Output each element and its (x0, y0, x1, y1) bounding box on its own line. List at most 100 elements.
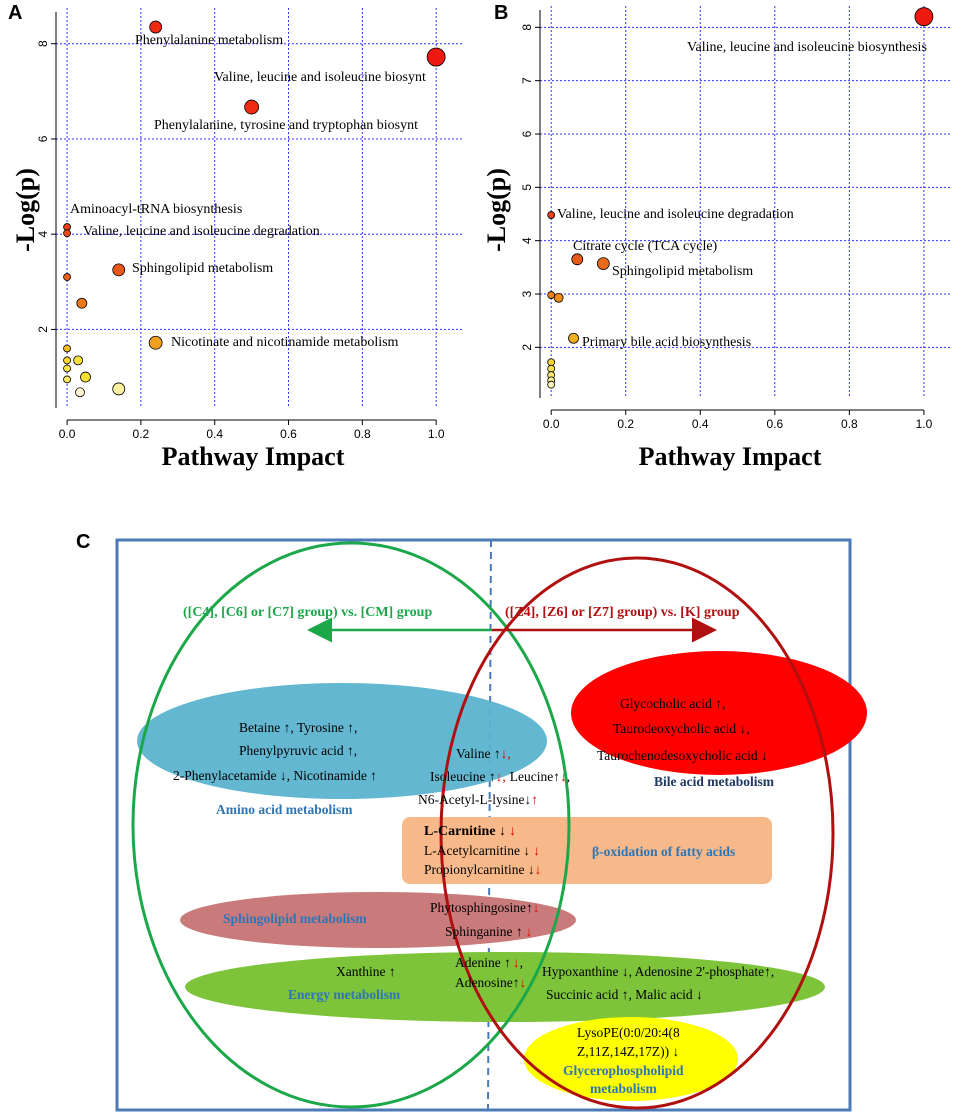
glycerophospholipid-region (524, 1017, 738, 1101)
a-point-label-3: Aminoacyl-tRNA biosynthesis (70, 202, 242, 217)
a-point-14 (63, 375, 71, 384)
glycero-label-2: metabolism (590, 1081, 657, 1096)
b-point-11 (547, 380, 556, 389)
b-point-0 (914, 7, 934, 27)
left-group-ellipse (131, 541, 571, 1109)
bile-item-3: Taurochenodesoxycholic acid ↓ (597, 748, 768, 763)
b-point-1 (547, 211, 556, 219)
a-point-9 (63, 344, 71, 353)
a-point-11 (73, 355, 84, 366)
a-point-15 (112, 382, 126, 396)
b-point-label-6: Primary bile acid biosynthesis (582, 335, 751, 350)
energy-adenine: Adenine ↑↓, (455, 955, 523, 970)
sphingo-label: Sphingolipid metabolism (223, 911, 367, 926)
glycero-item-1: LysoPE(0:0/20:4(8 (577, 1025, 680, 1040)
energy-label: Energy metabolism (288, 987, 401, 1002)
a-x-tick-label-1: 0.2 (133, 427, 150, 441)
a-point-16 (75, 387, 85, 398)
bile-label: Bile acid metabolism (654, 774, 775, 789)
amino-item-3: 2-Phenylacetamide ↓, Nicotinamide ↑ (173, 768, 377, 783)
shared-valine: Valine ↑↓, (456, 746, 511, 761)
panel-letter-b: B (494, 2, 508, 24)
panel-a-chart: 0.0 0.2 0.4 0.6 0.8 1.0 2 4 6 8 Phenylalanine meta… (11, 8, 462, 471)
bile-acid-region (571, 651, 867, 775)
a-x-tick-label-5: 1.0 (428, 427, 445, 441)
panel-letter-c: C (76, 531, 90, 553)
energy-xanthine: Xanthine ↑ (336, 964, 396, 979)
b-x-tick-label-0: 0.0 (543, 417, 560, 431)
panel-c-diagram: ([C4], [C6] or [C7] group) vs. [CM] grou… (115, 538, 867, 1112)
a-x-tick-label-0: 0.0 (59, 427, 76, 441)
b-point-label-3: Sphingolipid metabolism (612, 264, 753, 279)
b-point-3 (596, 257, 610, 271)
a-point-10 (63, 356, 71, 365)
b-x-tick-label-2: 0.4 (692, 417, 709, 431)
beta-item-1: L-Carnitine ↓↓ (424, 824, 516, 839)
b-x-tick-label-5: 1.0 (916, 417, 933, 431)
a-point-7 (76, 297, 88, 309)
b-y-tick-label-0: 2 (520, 344, 534, 351)
a-point-2 (244, 99, 260, 115)
beta-oxidation-region (402, 817, 772, 884)
b-y-tick-label-2: 4 (520, 237, 534, 244)
a-x-tick-label-4: 0.8 (354, 427, 371, 441)
energy-adenosine: Adenosine↑↓ (455, 975, 526, 990)
b-point-label-2: Citrate cycle (TCA cycle) (573, 239, 718, 254)
a-point-5 (112, 263, 126, 277)
shared-n6-acetyl-lysine: N6-Acetyl-L-lysine↓↑ (418, 792, 538, 807)
b-point-6 (568, 332, 579, 344)
bile-item-1: Glycocholic acid ↑, (620, 696, 725, 711)
b-point-2 (571, 253, 584, 266)
a-point-6 (63, 273, 71, 281)
b-point-8 (547, 364, 556, 373)
a-y-axis-title: -Log(p) (11, 168, 40, 252)
bile-item-2: Taurodeoxycholic acid ↓, (613, 721, 750, 736)
a-point-13 (80, 371, 91, 383)
a-point-1 (426, 47, 446, 67)
sphingo-item-2: Sphinganine ↑↓ (445, 924, 532, 939)
a-y-tick-label-2: 6 (36, 135, 50, 142)
a-point-label-0: Phenylalanine metabolism (135, 33, 283, 48)
glycero-item-2: Z,11Z,14Z,17Z)) ↓ (577, 1044, 679, 1059)
a-point-label-4: Valine, leucine and isoleucine degradati… (83, 224, 320, 239)
b-y-axis-title: -Log(p) (482, 168, 511, 252)
right-group-ellipse (439, 556, 835, 1110)
shared-isoleucine-leucine: Isoleucine ↑↓,Leucine↑↓, (430, 769, 570, 784)
a-point-0 (149, 20, 163, 34)
a-x-tick-label-2: 0.4 (206, 427, 223, 441)
b-point-label-0: Valine, leucine and isoleucine biosynthe… (687, 40, 927, 55)
glycero-label-1: Glycerophospholipid (563, 1063, 684, 1078)
left-group-label: ([C4], [C6] or [C7] group) vs. [CM] grou… (183, 605, 432, 620)
amino-item-2: Phenylpyruvic acid ↑, (239, 743, 357, 758)
b-point-4 (547, 291, 556, 299)
b-y-tick-label-1: 3 (520, 290, 534, 297)
b-point-label-1: Valine, leucine and isoleucine degradati… (557, 207, 794, 222)
amino-item-1: Betaine ↑, Tyrosine ↑, (239, 720, 357, 735)
b-x-tick-label-4: 0.8 (841, 417, 858, 431)
a-point-label-1: Valine, leucine and isoleucine biosynt (214, 70, 426, 85)
b-y-tick-label-3: 5 (520, 184, 534, 191)
a-y-tick-label-3: 8 (36, 40, 50, 47)
right-group-label: ([Z4], [Z6] or [Z7] group) vs. [K] group (505, 605, 740, 620)
energy-region (185, 952, 825, 1022)
a-point-label-5: Sphingolipid metabolism (132, 261, 273, 276)
b-y-tick-label-4: 6 (520, 130, 534, 137)
a-point-4 (63, 229, 71, 238)
a-x-axis-title: Pathway Impact (162, 442, 345, 471)
beta-item-3: Propionylcarnitine ↓↓ (424, 862, 541, 877)
a-y-tick-label-1: 4 (36, 231, 50, 238)
a-y-tick-label-0: 2 (36, 326, 50, 333)
a-x-tick-label-3: 0.6 (280, 427, 297, 441)
b-y-tick-label-6: 8 (520, 24, 534, 31)
beta-label: β-oxidation of fatty acids (592, 844, 735, 859)
a-point-label-8: Nicotinate and nicotinamide metabolism (171, 335, 399, 350)
a-point-label-2: Phenylalanine, tyrosine and tryptophan b… (154, 118, 418, 133)
a-point-12 (63, 364, 71, 373)
b-point-5 (553, 292, 564, 303)
b-x-axis-title: Pathway Impact (639, 442, 822, 471)
sphingo-item-1: Phytosphingosine↑↓ (430, 900, 540, 915)
b-point-7 (547, 358, 556, 367)
diagram-frame (115, 538, 852, 1112)
